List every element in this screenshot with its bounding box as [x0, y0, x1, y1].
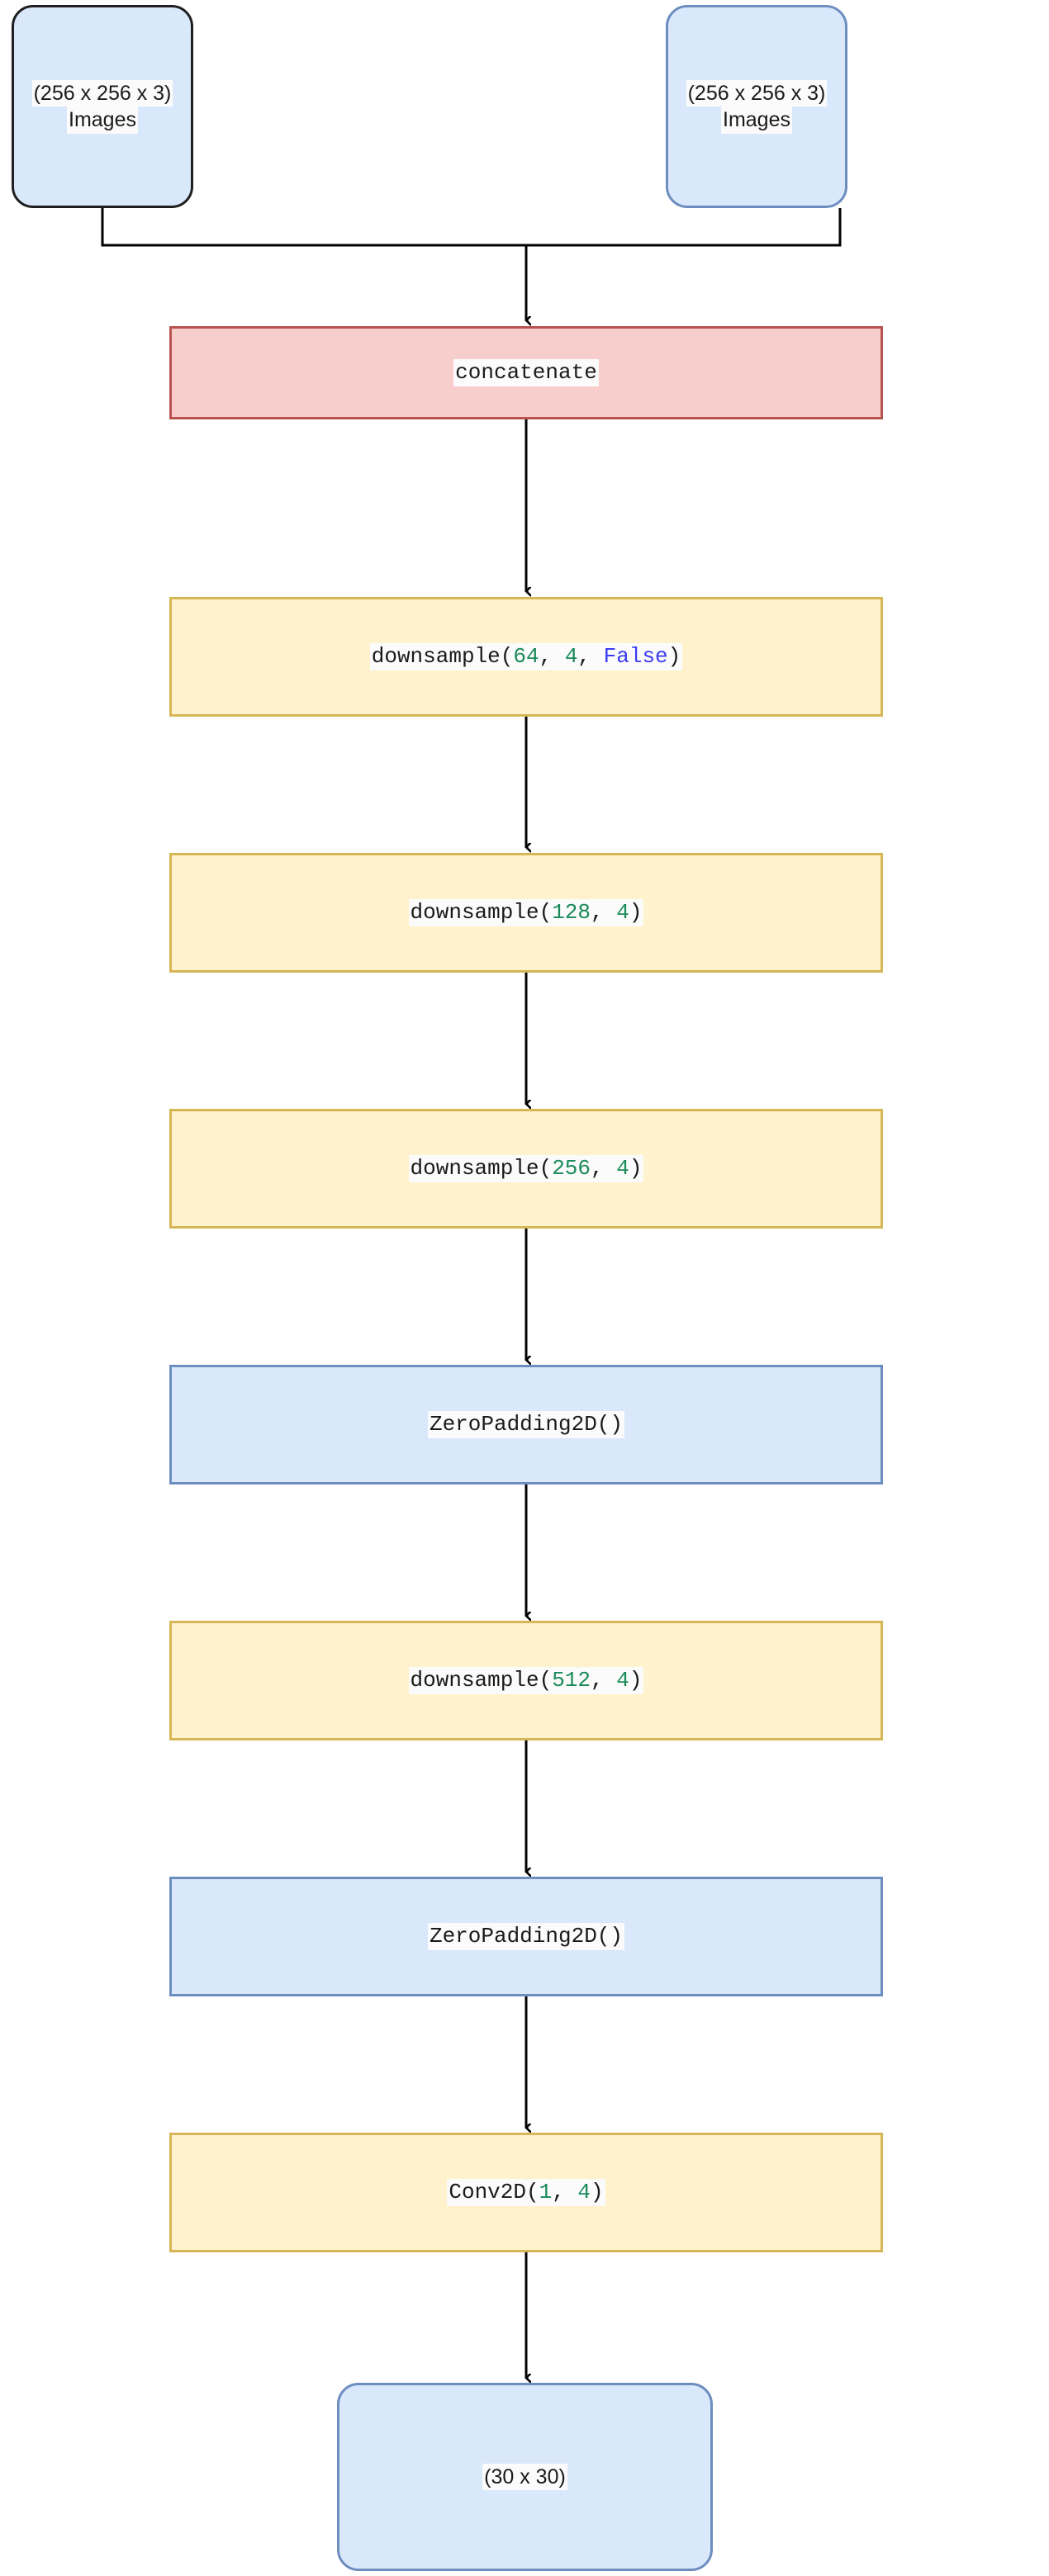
- ds64-sep-2: ,: [577, 643, 604, 669]
- zeropadding-2-label: ZeroPadding2D(): [427, 1922, 625, 1951]
- conv-arg-size: 4: [577, 2179, 591, 2204]
- node-downsample-64[interactable]: downsample(64, 4, False): [169, 597, 883, 717]
- conv-sep-1: ,: [552, 2179, 578, 2204]
- input-right-line1: (256 x 256 x 3): [686, 79, 828, 107]
- node-output[interactable]: (30 x 30): [337, 2383, 713, 2571]
- node-downsample-256[interactable]: downsample(256, 4): [169, 1109, 883, 1229]
- ds512-suffix: ): [629, 1667, 643, 1693]
- output-label: (30 x 30): [482, 2463, 567, 2491]
- downsample-128-label: downsample(128, 4): [408, 898, 644, 927]
- ds256-arg-filters: 256: [552, 1155, 591, 1181]
- ds64-prefix: downsample(: [371, 643, 514, 669]
- node-zeropadding-1[interactable]: ZeroPadding2D(): [169, 1365, 883, 1485]
- ds512-arg-filters: 512: [552, 1667, 591, 1693]
- conv-arg-filters: 1: [539, 2179, 553, 2204]
- downsample-256-label: downsample(256, 4): [408, 1154, 644, 1183]
- downsample-64-label: downsample(64, 4, False): [369, 642, 683, 671]
- conv-suffix: ): [591, 2179, 604, 2204]
- concatenate-label: concatenate: [453, 358, 599, 387]
- input-left-line2: Images: [67, 107, 138, 134]
- ds128-sep-1: ,: [591, 899, 617, 925]
- conv-prefix: Conv2D(: [449, 2179, 539, 2204]
- ds128-suffix: ): [629, 899, 643, 925]
- downsample-512-label: downsample(512, 4): [408, 1666, 644, 1695]
- ds512-arg-size: 4: [616, 1667, 629, 1693]
- node-input-left-text: (256 x 256 x 3) Images: [31, 79, 173, 134]
- ds256-sep-1: ,: [591, 1155, 617, 1181]
- ds256-arg-size: 4: [616, 1155, 629, 1181]
- node-input-right[interactable]: (256 x 256 x 3) Images: [666, 5, 847, 208]
- node-concatenate[interactable]: concatenate: [169, 326, 883, 419]
- ds128-arg-size: 4: [616, 899, 629, 925]
- ds64-arg-batchnorm: False: [603, 643, 668, 669]
- ds64-sep-1: ,: [539, 643, 565, 669]
- node-downsample-512[interactable]: downsample(512, 4): [169, 1621, 883, 1740]
- node-downsample-128[interactable]: downsample(128, 4): [169, 853, 883, 973]
- ds64-arg-size: 4: [564, 643, 578, 669]
- ds512-sep-1: ,: [591, 1667, 617, 1693]
- zeropadding-1-label: ZeroPadding2D(): [427, 1410, 625, 1439]
- node-input-left[interactable]: (256 x 256 x 3) Images: [12, 5, 193, 208]
- node-conv2d[interactable]: Conv2D(1, 4): [169, 2133, 883, 2252]
- node-zeropadding-2[interactable]: ZeroPadding2D(): [169, 1877, 883, 1996]
- input-left-line1: (256 x 256 x 3): [31, 79, 173, 107]
- ds64-arg-filters: 64: [513, 643, 539, 669]
- ds128-prefix: downsample(: [410, 899, 553, 925]
- ds64-suffix: ): [667, 643, 681, 669]
- edge-input-left-to-concat: [101, 208, 526, 247]
- edge-input-right-to-concat: [526, 208, 842, 247]
- conv2d-label: Conv2D(1, 4): [447, 2178, 605, 2207]
- ds256-suffix: ): [629, 1155, 643, 1181]
- ds512-prefix: downsample(: [410, 1667, 553, 1693]
- node-input-right-text: (256 x 256 x 3) Images: [686, 79, 828, 134]
- ds128-arg-filters: 128: [552, 899, 591, 925]
- input-right-line2: Images: [721, 107, 792, 134]
- ds256-prefix: downsample(: [410, 1155, 553, 1181]
